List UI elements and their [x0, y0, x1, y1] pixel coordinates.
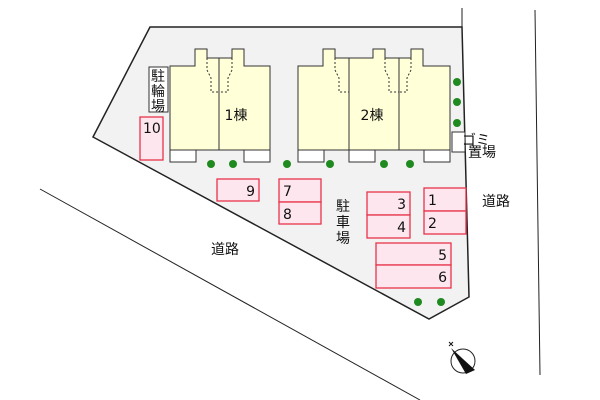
parking-space-6 [375, 264, 452, 289]
parking-space-10 [139, 116, 164, 161]
parking-space-8 [278, 201, 322, 225]
trees [207, 78, 461, 306]
tree-icon [229, 160, 237, 168]
garbage-area [451, 131, 466, 153]
space-number: 6 [438, 270, 447, 286]
tree-icon [207, 160, 215, 168]
tree-icon [380, 160, 388, 168]
road-label: 道路 [482, 194, 510, 210]
garbage-label: 置場 [468, 145, 496, 161]
space-number: 1 [428, 193, 437, 209]
garbage-label: ゴミ [462, 132, 490, 149]
north-compass-icon [448, 341, 476, 374]
space-number: 8 [283, 207, 292, 223]
space-number: 4 [397, 220, 406, 236]
space-number: 9 [246, 184, 255, 200]
building-1 [169, 48, 271, 163]
building-2-label: 2棟 [361, 108, 384, 124]
road-edge [39, 188, 421, 400]
parking-label: 場 [336, 231, 350, 247]
building-2 [297, 48, 451, 163]
tree-icon [414, 298, 422, 306]
tree-icon [437, 298, 445, 306]
bicycle-parking [148, 66, 169, 113]
tree-icon [453, 98, 461, 106]
space-number: 5 [438, 248, 447, 264]
parking-space-2 [423, 210, 467, 235]
tree-icon [326, 160, 334, 168]
tree-icon [283, 160, 291, 168]
building-1-label: 1棟 [225, 108, 248, 124]
tree-icon [453, 119, 461, 127]
parking-label: 駐 [336, 199, 350, 215]
parking-space-9 [216, 178, 260, 202]
space-number: 3 [397, 197, 406, 213]
space-number: 10 [143, 121, 161, 137]
bicycle-parking-label: 場 [151, 99, 165, 115]
road-edge [534, 9, 541, 376]
space-number: 2 [428, 216, 437, 232]
bicycle-parking-label: 駐 [151, 69, 165, 85]
bicycle-parking-label: 輪 [151, 83, 165, 100]
space-number: 7 [283, 184, 292, 200]
tree-icon [406, 160, 414, 168]
road-label: 道路 [211, 242, 239, 258]
tree-icon [453, 78, 461, 86]
parking-space-4 [366, 214, 411, 239]
parking-label: 車 [336, 214, 350, 231]
